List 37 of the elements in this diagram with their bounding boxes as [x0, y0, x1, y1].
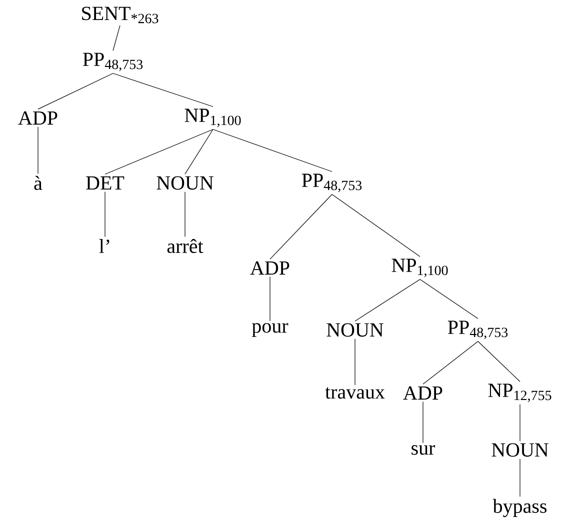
tree-node-label: DET — [86, 176, 124, 190]
tree-branch — [104, 191, 106, 238]
tree-node-label: l’ — [99, 239, 110, 253]
tree-branch — [104, 129, 214, 175]
tree-branch — [112, 25, 120, 51]
tree-node-label: bypass — [492, 498, 546, 518]
tree-node-label: SENT$_{*263}$ — [82, 6, 158, 24]
tree-branch — [184, 192, 186, 238]
tree-branch — [212, 129, 332, 172]
tree-node-label: ADP — [403, 386, 442, 400]
tree-node-label: pour — [252, 323, 288, 337]
tree-node-label: à — [34, 176, 42, 190]
tree-node-label: PP$_{48,753}$ — [82, 52, 143, 72]
tree-branch — [478, 341, 520, 382]
tree-branch — [332, 194, 420, 257]
tree-node-label: PP$_{48,753}$ — [448, 320, 508, 340]
tree-node-label: ADP — [18, 111, 58, 125]
tree-node-label: NOUN — [326, 323, 384, 337]
tree-branch — [112, 73, 214, 107]
tree-node-label: travaux — [325, 387, 385, 399]
tree-branch — [270, 194, 332, 260]
tree-branch — [354, 279, 420, 322]
tree-node-label: ADP — [250, 261, 290, 275]
tree-branch — [354, 338, 356, 386]
tree-branch — [422, 341, 478, 384]
tree-branch — [184, 129, 214, 174]
tree-branch — [422, 402, 424, 444]
tree-node-label: sur — [412, 445, 436, 455]
tree-branch — [38, 73, 114, 110]
tree-node-label: NP$_{1,100}$ — [184, 108, 241, 128]
tree-node-label: PP$_{48,753}$ — [302, 174, 362, 192]
tree-node-label: NP$_{12,755}$ — [488, 384, 552, 402]
tree-branch — [420, 279, 478, 319]
tree-node-label: NOUN — [492, 443, 548, 457]
tree-node-label: NP$_{1,100}$ — [392, 258, 448, 278]
tree-node-label: arrêt — [167, 238, 204, 254]
tree-node-label: NOUN — [156, 176, 214, 190]
